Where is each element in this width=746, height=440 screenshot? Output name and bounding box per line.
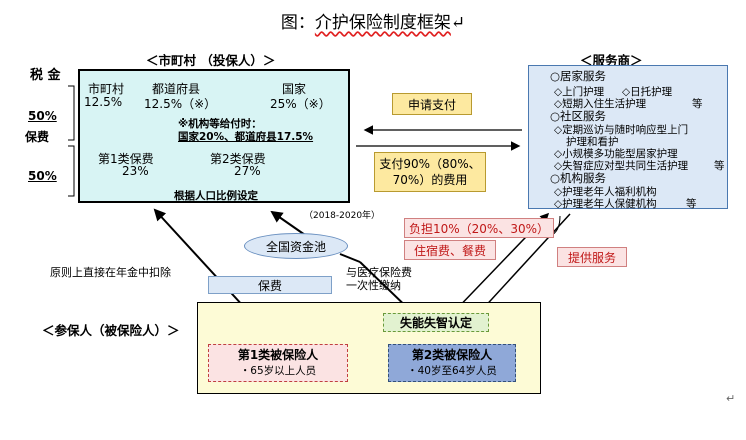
return-mark-icon: ↵ [450, 13, 466, 33]
tax-pct: 50% [28, 109, 57, 123]
tax-bracket [68, 85, 75, 141]
insurer-header: ＜市町村 （投保人）＞ [146, 53, 276, 68]
home-service-title: ○居家服务 [550, 69, 607, 83]
home-item-daycare: ◇日托护理 [622, 86, 673, 98]
facility-item-etc: 等 [686, 198, 697, 210]
type2-insured-desc: ・40岁至64岁人员 [407, 365, 497, 377]
type1-insured: 第1类被保险人 ・65岁以上人员 [208, 344, 348, 382]
nation-pct: 25%（※） [270, 97, 331, 111]
cat1-premium-pct: 23% [122, 164, 149, 178]
facility-item-welfare: ◇护理老年人福利机构 [554, 186, 657, 198]
premium-pct: 50% [28, 169, 57, 183]
facility-note-title: ※机构等给付时： [178, 118, 262, 130]
corner-return-mark-icon: ↵ [726, 392, 736, 405]
home-item-etc: 等 [692, 98, 703, 110]
community-item-dementia: ◇失智症应对型共同生活护理 [554, 160, 689, 172]
service-header: ＜服务商＞ [580, 53, 643, 68]
municipality-pct: 12.5% [84, 95, 123, 109]
home-item-visit: ◇上门护理 [554, 86, 605, 98]
medical-collect-note-2: 一次性缴纳 [346, 279, 401, 292]
facility-note-detail: 国家20%、都道府县17.5% [178, 131, 314, 143]
premium-bracket [68, 145, 75, 197]
nation-name: 国家 [282, 82, 307, 96]
lodging-meal-label: 住宿费、餐费 [404, 240, 496, 260]
cat2-premium-name: 第2类保费 [210, 152, 266, 166]
cat1-premium-name: 第1类保费 [98, 152, 154, 166]
payment-90-line1: 支付90%（80%、 [379, 157, 481, 171]
facility-item-health: ◇护理老年人保健机构 [554, 198, 657, 210]
title-main: 介护保险制度框架 [314, 13, 451, 33]
community-item-patrol: ◇定期巡访与随时响应型上门 [554, 124, 689, 136]
type2-insured: 第2类被保险人 ・40岁至64岁人员 [388, 344, 516, 382]
community-service-title: ○社区服务 [550, 109, 607, 123]
burden-label: 负担10%（20%、30%） [404, 218, 554, 238]
insured-header: ＜参保人（被保险人）＞ [42, 323, 180, 338]
community-item-small: ◇小规模多功能型居家护理 [554, 148, 678, 160]
period-note: （2018-2020年） [304, 211, 381, 221]
cat2-premium-pct: 27% [234, 164, 261, 178]
municipality-name: 市町村 [88, 82, 125, 96]
community-item-etc: 等 [714, 160, 725, 172]
population-note: 根据人口比例设定 [174, 190, 258, 202]
payment-90-line2: 70%）的费用 [392, 173, 468, 187]
type2-insured-name: 第2类被保险人 [411, 348, 493, 362]
premium-label: 保费 [25, 130, 50, 144]
apply-payment-label: 申请支付 [392, 93, 472, 115]
prefecture-name: 都道府县 [152, 82, 201, 96]
national-fund-pool: 全国资金池 [244, 233, 348, 259]
service-box [528, 65, 728, 209]
payment-90-label: 支付90%（80%、 70%）的费用 [374, 152, 486, 192]
premium-flow-label: 保费 [208, 276, 332, 294]
tax-label: 税 金 [30, 68, 61, 83]
type1-insured-name: 第1类被保险人 [237, 348, 319, 362]
prefecture-pct: 12.5%（※） [144, 97, 217, 111]
community-item-patrol-cont: 护理和看护 [566, 136, 619, 148]
page-title: 图：介护保险制度框架↵ [280, 13, 466, 33]
provide-service-label: 提供服务 [557, 247, 627, 267]
pension-deduct-note: 原则上直接在年金中扣除 [50, 266, 171, 279]
home-item-shortstay: ◇短期入住生活护理 [554, 98, 647, 110]
medical-collect-note-1: 与医疗保险费 [346, 266, 412, 279]
insurer-box [78, 69, 350, 203]
facility-service-title: ○机构服务 [550, 171, 607, 185]
disability-certification: 失能失智认定 [383, 313, 489, 332]
type1-insured-desc: ・65岁以上人员 [239, 365, 317, 377]
